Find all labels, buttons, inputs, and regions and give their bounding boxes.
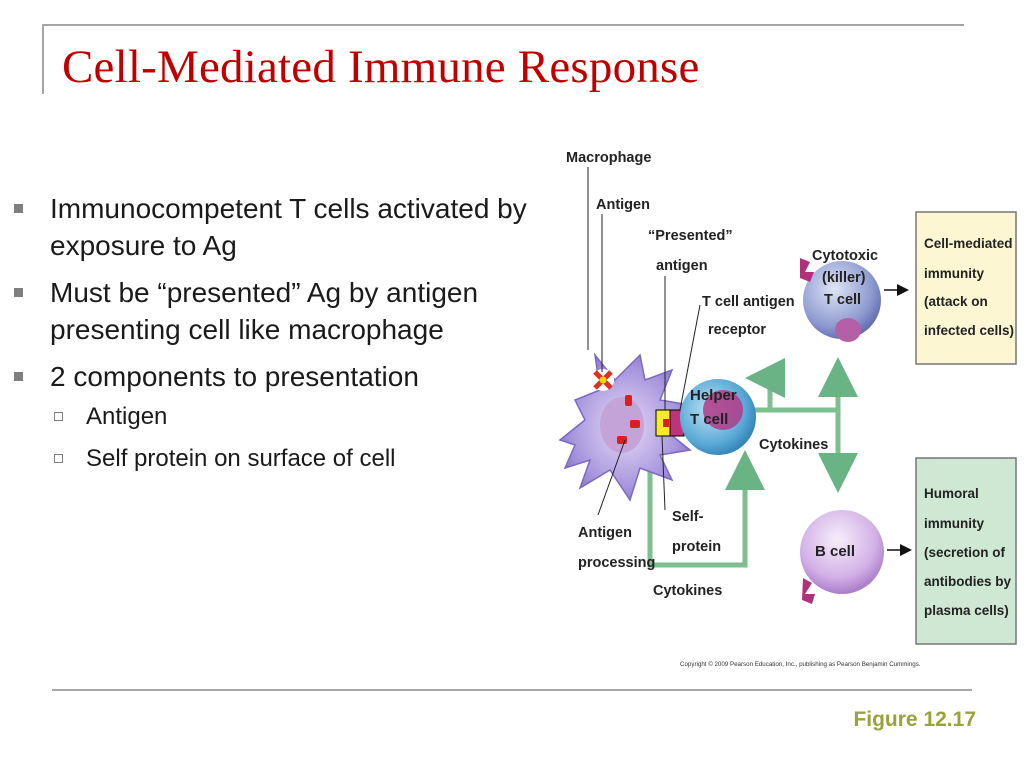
label-cytokines: Cytokines	[759, 437, 828, 453]
humoral-line: plasma cells)	[924, 603, 1009, 618]
bottom-rule	[52, 689, 972, 691]
label-macrophage: Macrophage	[566, 150, 651, 166]
arrows-to-outcomes	[884, 284, 912, 556]
b-cell-body	[800, 510, 884, 594]
antigen-fragment	[617, 436, 627, 444]
figure-reference: Figure 12.17	[853, 708, 976, 731]
bullet-marker	[14, 204, 23, 213]
cytotoxic-t-cell	[800, 258, 881, 342]
macrophage-nucleus	[600, 397, 644, 453]
presented-antigen	[663, 419, 669, 427]
bottom-cytokine-loop	[647, 440, 765, 568]
helper-t-cell-nucleus	[703, 390, 743, 430]
label-antigen-processing: processing	[578, 555, 655, 571]
bullet-item: 2 components to presentation	[14, 358, 554, 395]
humoral-box-text: Humoral immunity (secretion of antibodie…	[924, 486, 1012, 618]
page-title: Cell-Mediated Immune Response	[62, 41, 700, 93]
sub-bullet-marker	[54, 412, 63, 421]
macrophage-cell	[558, 352, 692, 502]
humoral-line: immunity	[924, 516, 984, 531]
bullet-marker	[14, 288, 23, 297]
diagram-labels: Macrophage Antigen “Presented” antigen T…	[566, 150, 878, 599]
b-cell-receptor-icon	[802, 578, 815, 604]
bullet-list: Immunocompetent T cells activated by exp…	[14, 190, 554, 485]
humoral-box	[915, 457, 1017, 645]
immune-response-diagram: Macrophage Antigen “Presented” antigen T…	[558, 150, 1017, 668]
cytotoxic-nucleus	[835, 318, 861, 342]
leader-lines	[587, 167, 701, 516]
leader-tcr	[679, 304, 701, 411]
arrow-to-helper	[745, 358, 785, 410]
cmi-line: (attack on	[924, 294, 988, 309]
b-cell	[800, 510, 884, 604]
copyright-notice: Copyright © 2009 Pearson Education, Inc.…	[680, 661, 921, 668]
humoral-line: Humoral	[924, 486, 979, 501]
humoral-line: (secretion of	[924, 545, 1006, 560]
sub-bullet-text: Antigen	[86, 403, 168, 430]
label-tcr: T cell antigen	[702, 294, 795, 310]
label-cytotoxic: Cytotoxic	[812, 248, 878, 264]
sub-bullet-marker	[54, 454, 63, 463]
bullet-text: Immunocompetent T cells activated by exp…	[50, 193, 527, 261]
cmi-line: immunity	[924, 266, 984, 281]
cmi-line: Cell-mediated	[924, 236, 1013, 251]
cytotoxic-receptor-icon	[800, 258, 814, 282]
label-antigen: Antigen	[596, 197, 650, 213]
leader-self-protein	[661, 435, 666, 511]
antigen-fragment	[625, 395, 632, 406]
label-helper-t-cell: T cell	[690, 411, 728, 428]
bullet-marker	[14, 372, 23, 381]
label-helper-t-cell: Helper	[690, 387, 737, 404]
label-cytotoxic: T cell	[824, 292, 861, 308]
bullet-item: Must be “presented” Ag by antigen presen…	[14, 274, 554, 348]
label-cytokines: Cytokines	[653, 583, 722, 599]
cytokine-arrows	[647, 357, 858, 568]
bullet-text: Must be “presented” Ag by antigen presen…	[50, 277, 479, 345]
antigen-fragment	[630, 420, 640, 428]
cytotoxic-t-cell-body	[803, 261, 881, 339]
label-cytotoxic: (killer)	[822, 270, 866, 286]
label-antigen-processing: Antigen	[578, 525, 632, 541]
label-tcr: receptor	[708, 322, 766, 338]
label-self-protein: Self-	[672, 509, 704, 525]
sub-bullet-text: Self protein on surface of cell	[86, 445, 396, 472]
label-presented-antigen: “Presented”	[648, 228, 733, 244]
bullet-item: Immunocompetent T cells activated by exp…	[14, 190, 554, 264]
leader-antigen-processing	[597, 439, 626, 516]
bullet-text: 2 components to presentation	[50, 361, 419, 392]
humoral-line: antibodies by	[924, 574, 1012, 589]
label-self-protein: protein	[672, 539, 721, 555]
left-rule	[42, 24, 44, 94]
helper-t-cell	[680, 379, 756, 455]
top-rule	[42, 24, 964, 26]
sub-bullet-item: Self protein on surface of cell	[14, 443, 554, 475]
cell-mediated-box	[915, 211, 1017, 365]
sub-bullet-item: Antigen	[14, 401, 554, 433]
cmi-line: infected cells)	[924, 323, 1014, 338]
cell-mediated-box-text: Cell-mediated immunity (attack on infect…	[924, 236, 1014, 338]
label-b-cell: B cell	[815, 543, 855, 560]
label-presented-antigen: antigen	[656, 258, 708, 274]
